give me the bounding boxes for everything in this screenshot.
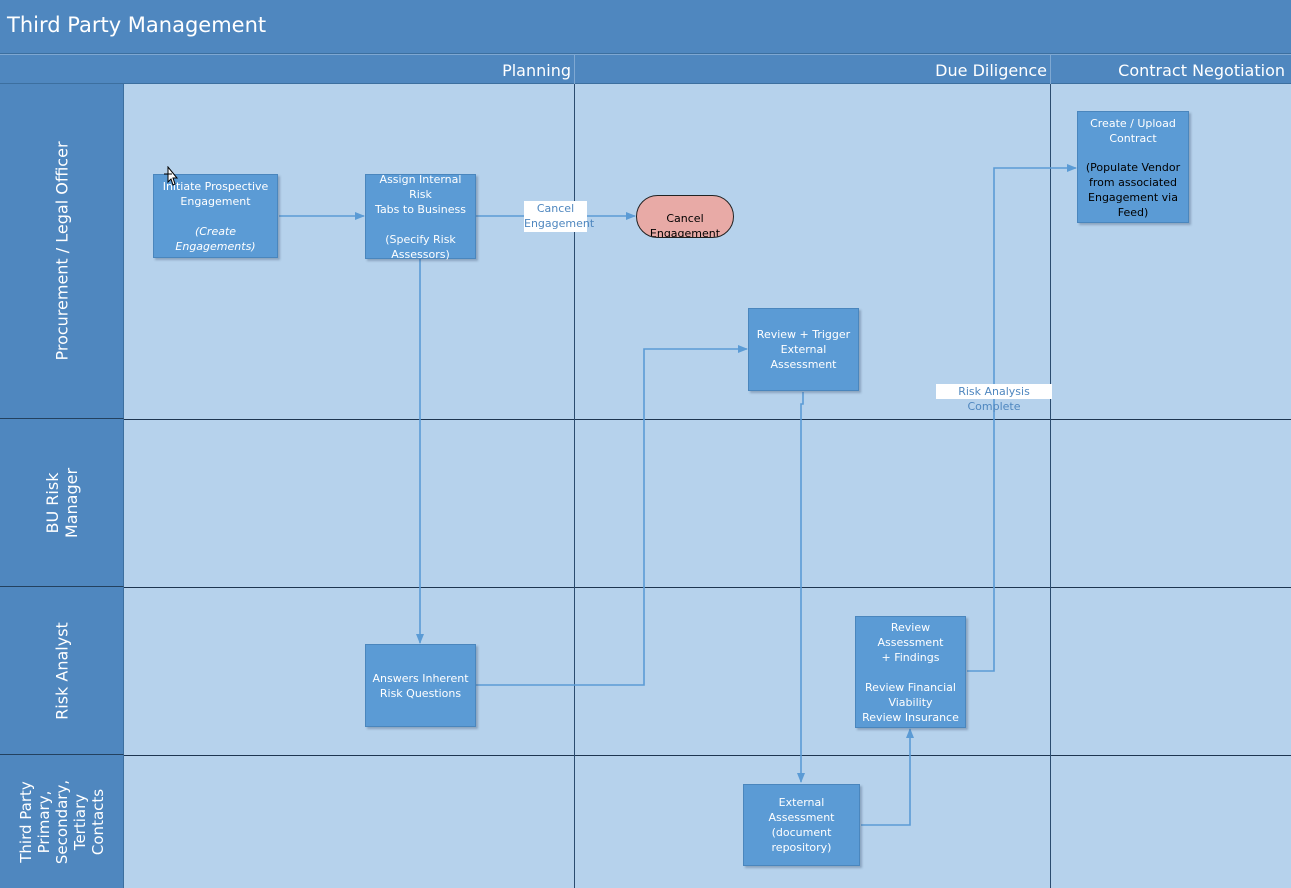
lane-header-bu-risk-manager: BU Risk Manager: [0, 419, 124, 587]
connector-external-to-review-assessment: [861, 728, 914, 826]
title-bar: Third Party Management: [0, 0, 1291, 54]
edge-label-cancel-engagement: Cancel Engagement: [524, 201, 595, 232]
node-external-assessment[interactable]: External Assessment (document repository…: [743, 784, 860, 866]
phase-divider-top: [574, 54, 575, 84]
lane-header-risk-analyst: Risk Analyst: [0, 587, 124, 755]
lane-header-procurement: Procurement / Legal Officer: [0, 84, 124, 419]
node-create-contract-title: Create / Upload Contract: [1090, 117, 1176, 145]
move-cursor-icon: [164, 166, 179, 186]
connector-review-trigger-to-external: [797, 392, 805, 783]
node-assign-text: Assign Internal Risk Tabs to Business (S…: [375, 172, 466, 261]
connector-answers-to-review-trigger: [476, 345, 748, 686]
node-cancel-text: Cancel Engagement *add comments: [649, 212, 721, 238]
phase-divider: [574, 84, 575, 888]
phase-divider: [1050, 84, 1051, 888]
lane-separator: [124, 419, 1291, 420]
node-assign-risk-tabs[interactable]: Assign Internal Risk Tabs to Business (S…: [365, 172, 476, 261]
phase-label-contract-negotiation: Contract Negotiation: [1118, 61, 1285, 80]
connector-review-assessment-to-contract: [967, 164, 1077, 672]
lane-header-third-party: Third Party Primary, Secondary, Tertiary…: [0, 755, 124, 888]
diagram-title: Third Party Management: [7, 13, 267, 37]
node-initiate-engagement[interactable]: Initiate Prospective Engagement (Create …: [153, 174, 278, 258]
node-answers-risk-questions[interactable]: Answers Inherent Risk Questions: [365, 644, 476, 727]
node-answers-text: Answers Inherent Risk Questions: [372, 671, 469, 700]
phase-divider-top: [1050, 54, 1051, 84]
node-review-trigger[interactable]: Review + Trigger External Assessment: [748, 308, 859, 391]
phase-label-due-diligence: Due Diligence: [935, 61, 1047, 80]
node-review-assessment-text: Review Assessment + Findings Review Fina…: [862, 620, 959, 724]
node-initiate-title: Initiate Prospective Engagement: [162, 179, 269, 208]
phase-label-planning: Planning: [502, 61, 571, 80]
lane-separator: [124, 755, 1291, 756]
lane-separator: [124, 587, 1291, 588]
phase-header-bar: Planning Due Diligence Contract Negotiat…: [0, 54, 1291, 84]
node-review-trigger-text: Review + Trigger External Assessment: [756, 328, 851, 371]
node-review-assessment[interactable]: Review Assessment + Findings Review Fina…: [855, 616, 966, 728]
node-initiate-subtitle: (Create Engagements): [175, 224, 256, 253]
node-cancel-engagement[interactable]: Cancel Engagement *add comments: [636, 195, 734, 238]
edge-label-risk-analysis-complete: Risk Analysis Complete: [936, 384, 1052, 413]
node-create-contract[interactable]: Create / Upload Contract (Populate Vendo…: [1077, 111, 1189, 223]
node-external-assessment-text: External Assessment (document repository…: [768, 796, 835, 854]
node-create-contract-body: (Populate Vendor from associated Engagem…: [1085, 161, 1181, 219]
